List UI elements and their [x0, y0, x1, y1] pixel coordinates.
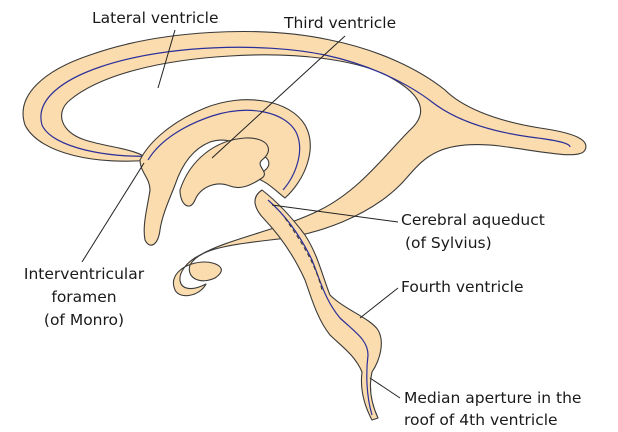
- label-interventricular-line1: Interventricular: [4, 264, 164, 284]
- label-interventricular-line2: foramen: [4, 287, 164, 307]
- leader-interventricular-foramen: [82, 163, 144, 262]
- leader-fourth-ventricle: [360, 288, 398, 318]
- label-interventricular-line3: (of Monro): [4, 310, 164, 330]
- leader-median-aperture: [370, 378, 400, 398]
- label-fourth-ventricle: Fourth ventricle: [401, 277, 524, 297]
- label-median-aperture-line2: roof of 4th ventricle: [404, 410, 558, 430]
- label-third-ventricle: Third ventricle: [284, 13, 396, 33]
- label-median-aperture-line1: Median aperture in the: [404, 388, 581, 408]
- label-cerebral-aqueduct-line2: (of Sylvius): [405, 233, 492, 253]
- label-lateral-ventricle: Lateral ventricle: [92, 8, 219, 28]
- label-cerebral-aqueduct-line1: Cerebral aqueduct: [401, 210, 545, 230]
